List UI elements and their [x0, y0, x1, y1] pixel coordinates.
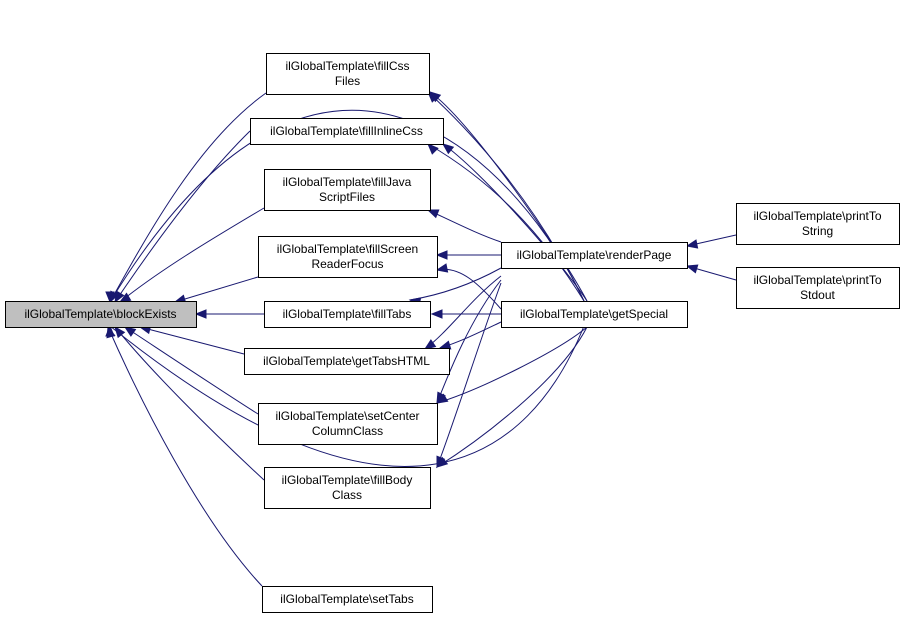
node-box [736, 203, 900, 245]
node-block-exists[interactable]: ilGlobalTemplate\blockExists [5, 301, 197, 328]
node-label: ilGlobalTemplate\fillTabs [283, 307, 412, 321]
call-edge [109, 92, 267, 303]
arrowhead-icon [435, 263, 449, 273]
node-label: ReaderFocus [311, 257, 383, 271]
call-edge [174, 276, 259, 303]
call-edge [436, 326, 588, 404]
node-box [244, 348, 450, 375]
arrowhead-icon [685, 239, 699, 249]
node-get-tabs-h-t-m-l[interactable]: ilGlobalTemplate\getTabsHTML [244, 348, 450, 375]
node-label: ilGlobalTemplate\getSpecial [520, 307, 668, 321]
call-edge [436, 279, 502, 404]
arrowhead-icon [438, 340, 452, 350]
call-edge [436, 268, 502, 310]
call-edge [436, 326, 588, 468]
node-label: ScriptFiles [319, 190, 375, 204]
arrowhead-icon [685, 264, 699, 274]
arrowhead-icon [114, 325, 126, 339]
node-box [258, 236, 438, 278]
arrowhead-icon [435, 456, 449, 468]
node-label: ilGlobalTemplate\fillScreen [277, 242, 418, 256]
arrowhead-icon [106, 325, 116, 339]
node-fill-tabs[interactable]: ilGlobalTemplate\fillTabs [264, 301, 431, 328]
node-render-page[interactable]: ilGlobalTemplate\renderPage [501, 242, 688, 269]
node-layer: ilGlobalTemplate\blockExists ilGlobalTemp… [5, 53, 900, 613]
node-box [264, 467, 431, 509]
node-label: ilGlobalTemplate\fillInlineCss [270, 124, 423, 138]
node-label: String [802, 224, 833, 238]
edge-layer [105, 91, 737, 587]
node-label: ilGlobalTemplate\blockExists [24, 307, 176, 321]
call-edge [119, 207, 265, 303]
node-label: ilGlobalTemplate\fillJava [283, 175, 412, 189]
arrowhead-icon [435, 250, 448, 260]
node-box [5, 301, 197, 328]
call-edge [109, 325, 585, 467]
node-label: ilGlobalTemplate\renderPage [517, 248, 672, 262]
node-label: Files [335, 74, 360, 88]
node-label: ilGlobalTemplate\printTo [753, 209, 881, 223]
arrowhead-icon [427, 143, 439, 155]
node-label: ilGlobalTemplate\fillBody [282, 473, 413, 487]
arrowhead-icon [114, 290, 125, 304]
call-edge [427, 143, 585, 302]
node-box [501, 301, 688, 328]
call-edge [114, 326, 265, 481]
call-edge [107, 326, 263, 587]
node-label: Stdout [800, 288, 835, 302]
arrowhead-icon [428, 91, 442, 103]
node-label: ColumnClass [312, 424, 383, 438]
node-get-special[interactable]: ilGlobalTemplate\getSpecial [501, 301, 688, 328]
node-box [736, 267, 900, 309]
call-edge [139, 326, 245, 355]
call-edge [124, 326, 259, 415]
call-edge [429, 91, 588, 302]
arrowhead-icon [194, 309, 207, 319]
call-edge [436, 282, 502, 468]
call-edge [114, 130, 251, 303]
node-label: Class [332, 488, 362, 502]
node-label: ilGlobalTemplate\fillCss [285, 59, 409, 73]
node-fill-inline-css[interactable]: ilGlobalTemplate\fillInlineCss [250, 118, 444, 145]
arrowhead-icon [423, 339, 437, 350]
arrowhead-icon [435, 393, 449, 404]
call-edge [427, 209, 502, 243]
node-label: ilGlobalTemplate\getTabsHTML [263, 354, 430, 368]
node-box [266, 53, 430, 95]
node-set-tabs[interactable]: ilGlobalTemplate\setTabs [262, 586, 433, 613]
arrowhead-icon [430, 309, 443, 319]
node-label: ilGlobalTemplate\setTabs [280, 592, 413, 606]
call-edge [442, 143, 588, 302]
arrowhead-icon [441, 143, 455, 155]
node-box [250, 118, 444, 145]
arrowhead-icon [426, 209, 440, 219]
node-box [264, 301, 431, 328]
arrowhead-icon [123, 326, 137, 337]
node-box [258, 403, 438, 445]
node-box [264, 169, 431, 211]
node-label: ilGlobalTemplate\setCenter [275, 409, 419, 423]
node-box [501, 242, 688, 269]
node-box [262, 586, 433, 613]
node-label: ilGlobalTemplate\printTo [753, 273, 881, 287]
